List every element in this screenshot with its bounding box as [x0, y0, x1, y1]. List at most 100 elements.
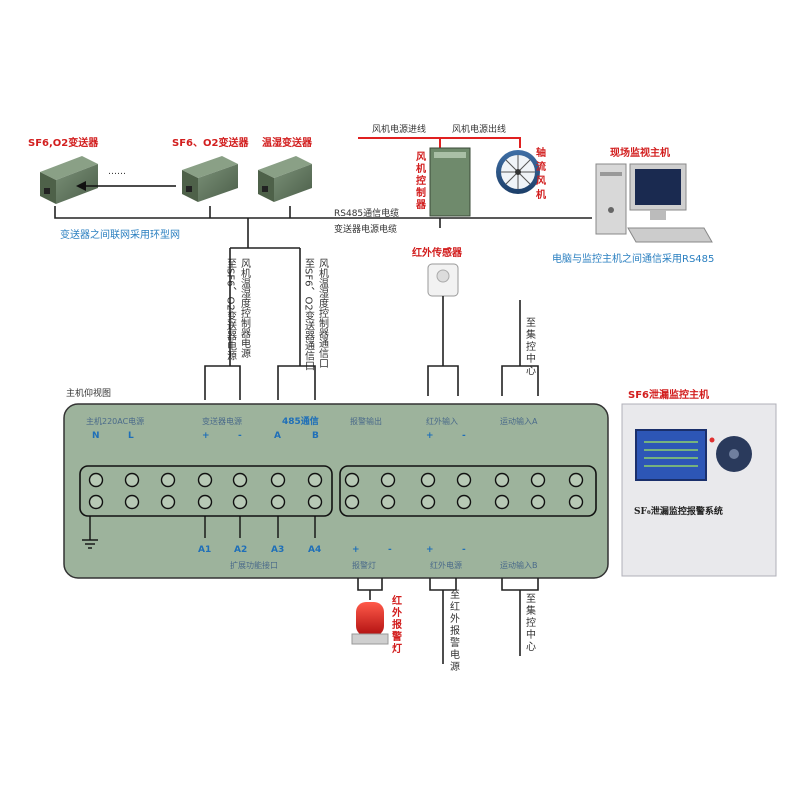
pc-tower	[595, 163, 627, 235]
to-center-top-label: 至 集 控 中 心	[526, 317, 536, 377]
label-a3: A3	[271, 545, 284, 555]
terminal-screw	[124, 494, 140, 510]
svg-text:红: 红	[450, 600, 460, 613]
rs485-cable-label: RS485通信电缆	[334, 207, 399, 219]
terminal-block-right	[339, 465, 597, 517]
pc-title: 现场监视主机	[610, 146, 670, 159]
svg-text:控: 控	[416, 174, 426, 187]
alarm-out-label: 报警输出	[350, 416, 382, 426]
fan-controller-label: 风 机 控 制 器	[415, 151, 427, 211]
terminal-screw	[307, 494, 323, 510]
label-l: L	[128, 431, 134, 441]
lamp-bracket	[357, 578, 383, 591]
ir-sensor	[427, 263, 459, 297]
panel-view-title: 主机仰视图	[66, 387, 111, 399]
terminal-screw	[232, 472, 248, 488]
power-bracket	[204, 365, 241, 400]
fan-controller	[429, 147, 471, 217]
svg-text:红: 红	[392, 594, 402, 607]
transmitter-3-label: 温湿变送器	[262, 136, 313, 149]
svg-text:机: 机	[416, 162, 426, 175]
svg-text:中: 中	[526, 352, 536, 365]
terminal-screw	[568, 472, 584, 488]
comm485-label: 485通信	[282, 415, 319, 427]
monitor-host-title: SF6泄漏监控主机	[628, 388, 709, 401]
terminal-screw	[420, 472, 436, 488]
fan-power-in-label: 风机电源进线	[372, 123, 426, 135]
monitor-host-screen	[635, 429, 707, 481]
transmitter-3	[258, 156, 312, 202]
svg-text:灯: 灯	[392, 642, 402, 655]
ir-input-bracket	[427, 365, 459, 396]
terminal-screw	[197, 472, 213, 488]
transmitter-2-label: SF6、O2变送器	[172, 136, 249, 149]
terminal-screw	[494, 494, 510, 510]
label-minus-4: -	[462, 545, 466, 555]
power-in-label: 主机220AC电源	[86, 416, 144, 426]
main-panel	[63, 403, 609, 579]
terminal-screw	[160, 472, 176, 488]
label-a2: A2	[234, 545, 247, 555]
monitor-host-caption: SF₆泄漏监控报警系统	[634, 505, 723, 517]
pc-keyboard	[627, 227, 713, 243]
terminal-screw	[380, 472, 396, 488]
fan-power-out-line	[440, 137, 521, 148]
to-center-bottom-label: 至 集 控 中 心	[526, 593, 536, 653]
svg-text:流: 流	[536, 160, 546, 173]
terminal-screw	[270, 494, 286, 510]
motion-a-bracket	[501, 365, 539, 396]
svg-text:至: 至	[526, 317, 536, 329]
terminal-screw	[344, 472, 360, 488]
terminal-screw	[124, 472, 140, 488]
dots-label: ……	[108, 167, 126, 177]
svg-text:制: 制	[416, 186, 426, 199]
svg-text:警: 警	[450, 636, 460, 649]
terminal-screw	[160, 494, 176, 510]
svg-text:至: 至	[450, 589, 460, 601]
transmitter-power-label: 变送器电源	[202, 416, 242, 426]
svg-text:报: 报	[392, 618, 402, 631]
ir-sensor-label: 红外传感器	[412, 246, 463, 259]
motion-b-bracket	[501, 578, 539, 591]
svg-text:中: 中	[526, 628, 536, 641]
transmitter-1	[40, 156, 98, 204]
note-transmitter-power: 至SF6、O2变送器电源 风机温湿度控制器电源	[225, 258, 251, 362]
svg-text:控: 控	[526, 340, 536, 353]
terminals	[88, 472, 584, 510]
motion-b-label: 运动输入B	[500, 560, 538, 570]
label-plus-2: +	[426, 431, 434, 441]
svg-text:电: 电	[450, 648, 460, 661]
terminal-screw	[380, 494, 396, 510]
terminal-screw	[88, 472, 104, 488]
pc-rs485-note: 电脑与监控主机之间通信采用RS485	[552, 252, 714, 265]
terminal-screw	[456, 494, 472, 510]
label-b: B	[312, 431, 319, 441]
ir-power-bracket	[429, 578, 457, 591]
axial-fan-icon	[496, 150, 540, 194]
terminal-screw	[344, 494, 360, 510]
svg-text:外: 外	[391, 606, 402, 619]
svg-text:至SF6、O2变送器通信口: 至SF6、O2变送器通信口	[303, 258, 315, 371]
ring-network-note: 变送器之间联网采用环型网	[60, 228, 180, 241]
motion-a-label: 运动输入A	[500, 416, 538, 426]
note-transmitter-comm: 至SF6、O2变送器通信口 风机温湿度控制器通信口	[303, 258, 329, 371]
label-plus-1: +	[202, 431, 210, 441]
pc-monitor	[629, 163, 687, 220]
terminal-screw	[530, 472, 546, 488]
svg-text:报: 报	[450, 624, 460, 637]
alarm-lamp-icon	[351, 602, 389, 645]
transmitter-2	[182, 156, 238, 202]
label-a4: A4	[308, 545, 321, 555]
terminal-screw	[494, 472, 510, 488]
terminal-screw	[88, 494, 104, 510]
svg-text:风机温湿度控制器电源: 风机温湿度控制器电源	[239, 258, 251, 359]
bus-line-top	[54, 206, 592, 219]
svg-text:心: 心	[526, 365, 536, 377]
terminal-screw	[530, 494, 546, 510]
label-n: N	[92, 431, 100, 441]
svg-text:心: 心	[526, 641, 536, 653]
label-minus-3: -	[388, 545, 392, 555]
svg-text:风: 风	[536, 175, 546, 187]
fan-power-out-label: 风机电源出线	[452, 123, 506, 135]
